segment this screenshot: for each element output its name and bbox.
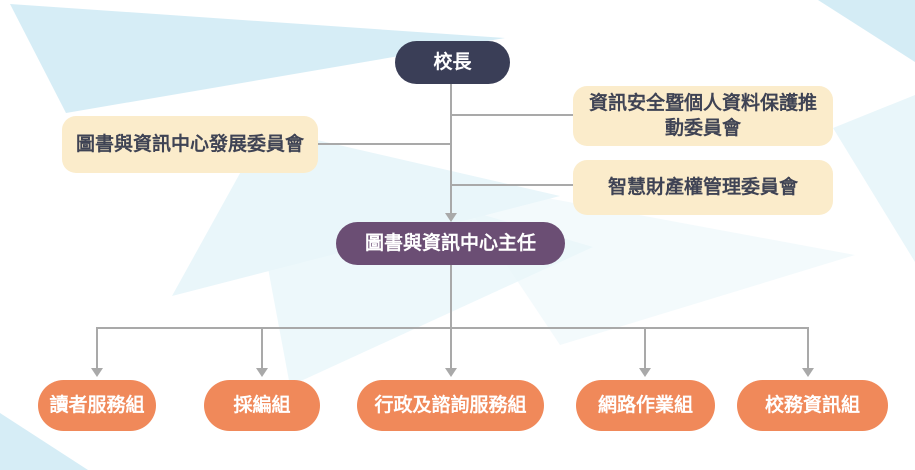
node-division-campus-info: 校務資訊組 <box>737 380 888 431</box>
node-principal-label: 校長 <box>433 51 472 73</box>
connector-branch-ip-committee <box>451 184 573 186</box>
arrowhead-reader-service <box>91 368 103 377</box>
arrowhead-to-director <box>445 213 457 222</box>
node-division-reader-service: 讀者服務組 <box>38 380 156 431</box>
connector-branch-library-dev-committee <box>318 143 451 145</box>
arrowhead-admin-consult <box>445 368 457 377</box>
connector-drop-network-ops <box>644 327 646 369</box>
division-label: 行政及諮詢服務組 <box>374 394 527 416</box>
connector-director-to-bus <box>450 265 452 328</box>
node-division-admin-consult: 行政及諮詢服務組 <box>357 380 544 431</box>
arrowhead-campus-info <box>802 368 814 377</box>
connector-principal-director <box>450 84 452 214</box>
committee-label: 圖書與資訊中心發展委員會 <box>76 133 305 155</box>
node-division-network-ops: 網路作業組 <box>576 380 715 431</box>
node-division-acquisition: 採編組 <box>204 380 320 431</box>
committee-label: 智慧財產權管理委員會 <box>607 176 798 198</box>
node-committee-info-security: 資訊安全暨個人資料保護推動委員會 <box>573 86 833 146</box>
connector-drop-reader-service <box>96 327 98 369</box>
connector-drop-acquisition <box>261 327 263 369</box>
connector-branch-infosec-committee <box>451 114 573 116</box>
connector-drop-campus-info <box>807 327 809 369</box>
connector-drop-admin-consult <box>450 327 452 369</box>
node-director: 圖書與資訊中心主任 <box>336 222 565 265</box>
arrowhead-acquisition <box>256 368 268 377</box>
node-committee-ip-management: 智慧財產權管理委員會 <box>573 160 833 215</box>
division-label: 讀者服務組 <box>49 394 145 416</box>
connector-divisions-bus <box>96 327 809 329</box>
node-principal: 校長 <box>395 41 510 84</box>
division-label: 採編組 <box>233 394 291 416</box>
arrowhead-network-ops <box>639 368 651 377</box>
division-label: 網路作業組 <box>597 394 693 416</box>
node-director-label: 圖書與資訊中心主任 <box>364 232 536 254</box>
division-label: 校務資訊組 <box>764 394 860 416</box>
node-committee-library-development: 圖書與資訊中心發展委員會 <box>62 116 318 173</box>
committee-label: 資訊安全暨個人資料保護推動委員會 <box>588 92 817 139</box>
